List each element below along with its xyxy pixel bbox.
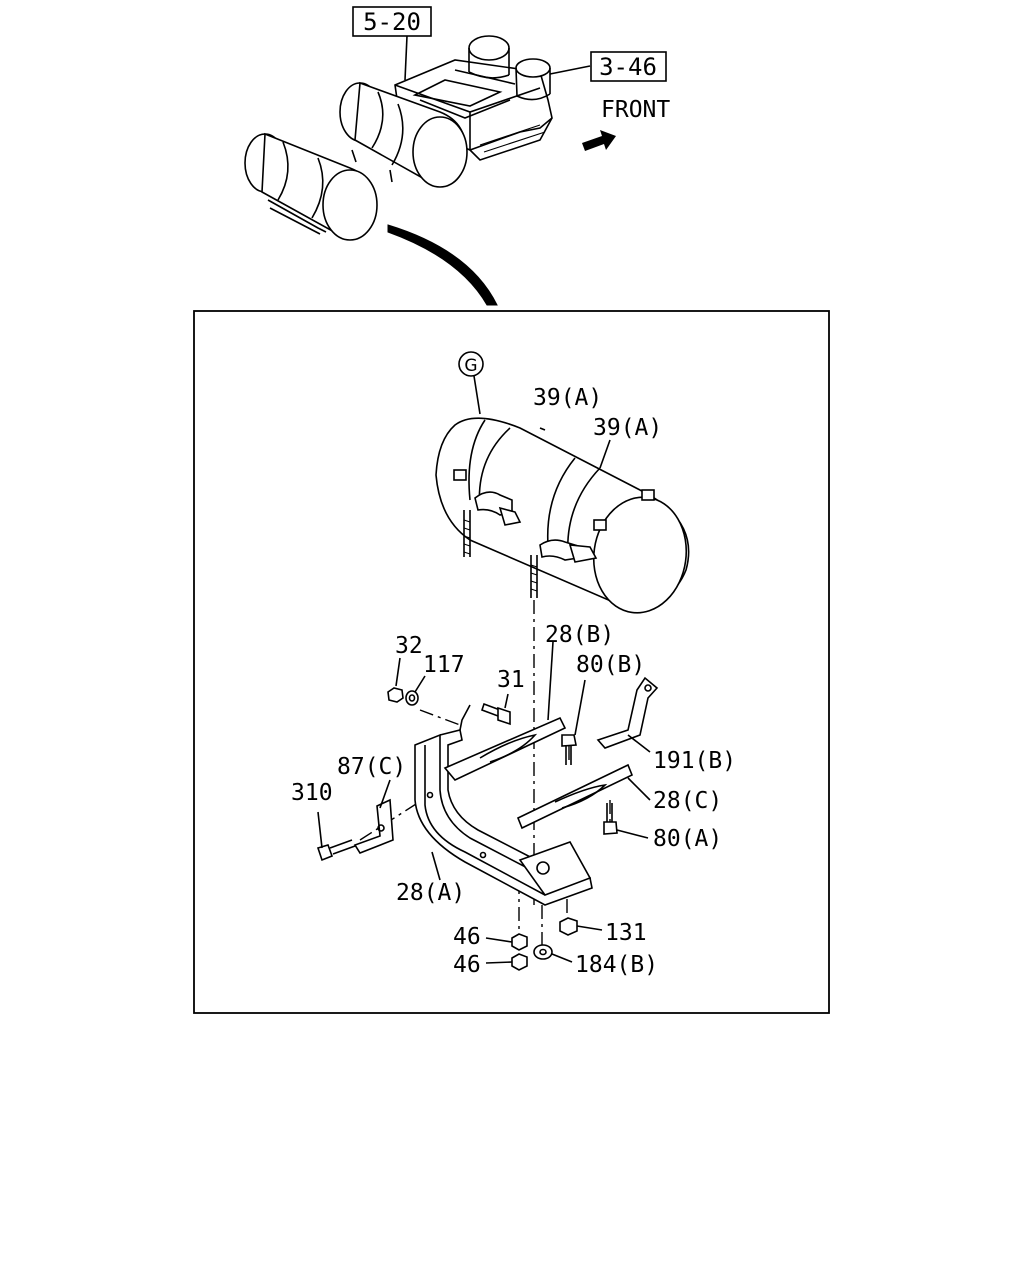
ref-box-5-20[interactable]: 5-20 [352,6,432,37]
label-117: 117 [423,652,465,678]
label-28c: 28(C) [653,788,722,814]
svg-text:5-20: 5-20 [363,8,421,36]
label-310: 310 [291,780,333,806]
label-32: 32 [395,633,423,659]
label-184b: 184(B) [575,952,658,978]
assembly-line [359,794,431,841]
fuel-tank [435,417,690,614]
label-31: 31 [497,667,525,693]
svg-text:G: G [464,356,477,376]
detail-marker-g: G [458,351,484,415]
ref-box-3-46[interactable]: 3-46 [590,51,667,82]
label-39a-1: 39(A) [533,385,602,411]
leader-lines [317,427,651,964]
overview-assembly [244,35,616,306]
label-87c: 87(C) [337,754,406,780]
label-28a: 28(A) [396,880,465,906]
detail-frame [193,310,830,1014]
label-131: 131 [605,920,647,946]
label-46-1: 46 [453,924,481,950]
fasteners [316,687,618,971]
label-191b: 191(B) [653,748,736,774]
svg-text:3-46: 3-46 [599,53,657,81]
label-28b: 28(B) [545,622,614,648]
front-label: FRONT [601,97,670,123]
label-46-2: 46 [453,952,481,978]
label-39a-2: 39(A) [593,415,662,441]
assembly-line [419,709,461,726]
label-80b: 80(B) [576,652,645,678]
bracket-assembly [353,676,659,906]
label-80a: 80(A) [653,826,722,852]
